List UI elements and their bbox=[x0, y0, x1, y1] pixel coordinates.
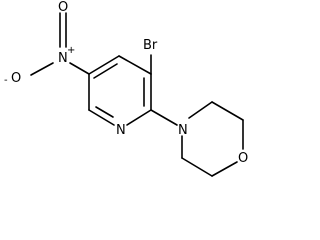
bond-c3-c4 bbox=[118, 55, 152, 75]
pyridine-ring bbox=[88, 55, 152, 126]
atom-n-morpholine: N bbox=[178, 123, 188, 138]
bond-c2-morpholine-n bbox=[150, 109, 178, 126]
molecule-structure: Br N N O N + O - O bbox=[4, 0, 248, 177]
atom-o-nitro-top: O bbox=[58, 0, 68, 15]
atom-o-nitro-left: O bbox=[11, 71, 21, 86]
bond-n1-c2 bbox=[126, 109, 152, 126]
atom-br: Br bbox=[143, 38, 158, 53]
bond-nitro-n-o-single bbox=[30, 62, 54, 76]
bond-c4-c5-double bbox=[93, 63, 118, 79]
bond-c6-n1 bbox=[88, 109, 115, 126]
atom-n-nitro: N bbox=[58, 51, 68, 66]
charge-minus: - bbox=[4, 75, 8, 86]
bond-c-upper-c-right bbox=[211, 101, 244, 121]
bond-c4-c5 bbox=[88, 55, 120, 75]
atom-n-pyridine: N bbox=[116, 123, 126, 138]
atom-o-morpholine: O bbox=[238, 151, 248, 166]
bond-mn-c-upper bbox=[188, 101, 213, 119]
bond-o-c-lower-right bbox=[211, 161, 238, 177]
bond-c5-nitro-n bbox=[69, 62, 90, 75]
charge-plus: + bbox=[67, 45, 75, 56]
bond-c-lower-right-c-lower bbox=[181, 157, 213, 177]
morpholine-ring bbox=[181, 101, 244, 177]
bond-c6-n1-double bbox=[95, 106, 114, 118]
